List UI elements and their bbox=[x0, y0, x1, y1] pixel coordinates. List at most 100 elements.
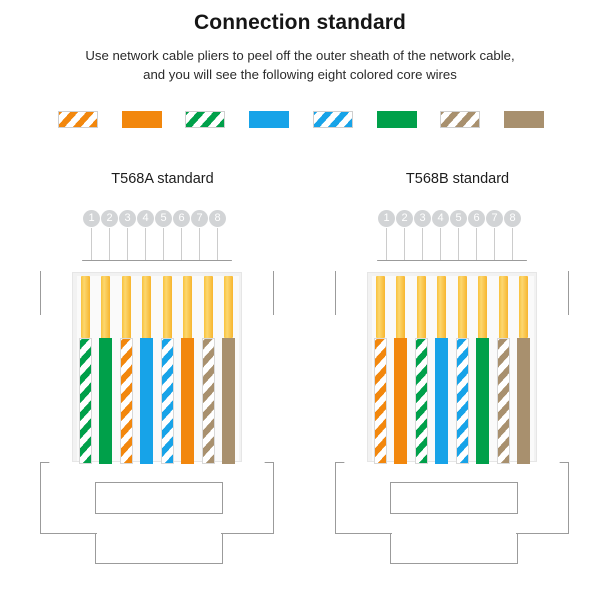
leader-line-1 bbox=[91, 228, 92, 268]
leader-line-4 bbox=[145, 228, 146, 268]
gold-contact-pin-3 bbox=[121, 276, 131, 342]
standard-title-t568b: T568B standard bbox=[405, 171, 510, 187]
pin-number-6: 6 bbox=[173, 210, 190, 227]
leader-line-3 bbox=[127, 228, 128, 268]
conductor-green bbox=[476, 338, 490, 464]
plug-tail-seam-mask bbox=[392, 531, 516, 535]
leader-line-7 bbox=[199, 228, 200, 268]
legend-swatch-brown bbox=[503, 111, 544, 128]
pin-number-6: 6 bbox=[468, 210, 485, 227]
conductor-white-brown bbox=[201, 338, 215, 464]
pin-number-7: 7 bbox=[486, 210, 503, 227]
gold-contact-pin-6 bbox=[478, 276, 488, 342]
pin-number-7: 7 bbox=[191, 210, 208, 227]
legend-swatch-white-green bbox=[185, 111, 226, 128]
gold-contact-pin-2 bbox=[396, 276, 406, 340]
leader-line-5 bbox=[458, 228, 459, 268]
legend-swatch-orange bbox=[121, 111, 162, 128]
gold-contact-pin-1 bbox=[81, 276, 90, 338]
wire-t568a-pin-3 bbox=[119, 276, 133, 464]
plug-lower-window bbox=[95, 482, 223, 514]
leader-line-4 bbox=[440, 228, 441, 268]
rj45-plug-t568a bbox=[35, 250, 290, 590]
conductor-white-orange bbox=[119, 338, 133, 464]
conductor-white-green bbox=[414, 338, 428, 464]
wire-t568b-pin-4 bbox=[435, 276, 449, 464]
gold-contact-pin-2 bbox=[101, 276, 111, 340]
conductor-blue bbox=[140, 338, 154, 464]
wire-t568a-pin-7 bbox=[201, 276, 215, 464]
plug-lower-window bbox=[390, 482, 518, 514]
gold-contact-pin-1 bbox=[376, 276, 385, 338]
gold-contact-pin-7 bbox=[498, 276, 508, 340]
wire-t568a-pin-5 bbox=[160, 276, 174, 464]
pin-number-2: 2 bbox=[396, 210, 413, 227]
leader-line-6 bbox=[181, 228, 182, 268]
wire-t568b-pin-2 bbox=[394, 276, 408, 464]
pin-number-5: 5 bbox=[450, 210, 467, 227]
legend-swatch-white-brown bbox=[440, 111, 481, 128]
pin-number-3: 3 bbox=[414, 210, 431, 227]
subtitle-line-2: and you will see the following eight col… bbox=[143, 67, 457, 82]
wire-t568a-pin-4 bbox=[140, 276, 154, 464]
rj45-plug-t568b bbox=[330, 250, 585, 590]
gold-contact-pin-5 bbox=[162, 276, 172, 344]
wire-group-t568b bbox=[374, 276, 530, 464]
legend-swatch-blue bbox=[249, 111, 290, 128]
leader-line-5 bbox=[163, 228, 164, 268]
wire-group-t568a bbox=[79, 276, 235, 464]
gold-contact-pin-7 bbox=[203, 276, 213, 340]
wire-t568b-pin-8 bbox=[516, 276, 530, 464]
pin-number-5: 5 bbox=[155, 210, 172, 227]
gold-contact-pin-8 bbox=[518, 276, 528, 338]
gold-contact-pin-4 bbox=[142, 276, 152, 344]
pin-number-8: 8 bbox=[504, 210, 521, 227]
conductor-white-orange bbox=[374, 338, 387, 464]
legend-swatch-white-orange bbox=[58, 111, 98, 128]
leader-line-3 bbox=[422, 228, 423, 268]
pin-number-1: 1 bbox=[83, 210, 100, 227]
pin-number-3: 3 bbox=[119, 210, 136, 227]
leader-line-8 bbox=[512, 228, 513, 268]
header: Connection standard Use network cable pl… bbox=[0, 0, 600, 84]
wire-t568a-pin-1 bbox=[79, 276, 92, 464]
conductor-white-brown bbox=[496, 338, 510, 464]
wire-color-legend bbox=[58, 111, 544, 128]
plug-cable-tail bbox=[390, 533, 518, 564]
conductor-white-blue bbox=[455, 338, 469, 464]
leader-line-8 bbox=[217, 228, 218, 268]
wire-t568b-pin-1 bbox=[374, 276, 387, 464]
wire-t568a-pin-2 bbox=[99, 276, 113, 464]
conductor-green bbox=[99, 338, 113, 464]
gold-contact-pin-3 bbox=[416, 276, 426, 342]
gold-contact-pin-4 bbox=[437, 276, 447, 344]
wire-t568a-pin-8 bbox=[221, 276, 235, 464]
pin-number-4: 4 bbox=[432, 210, 449, 227]
legend-swatch-green bbox=[376, 111, 417, 128]
pin-number-1: 1 bbox=[378, 210, 395, 227]
gold-contact-pin-8 bbox=[223, 276, 233, 338]
conductor-brown bbox=[516, 338, 530, 464]
pin-number-4: 4 bbox=[137, 210, 154, 227]
plug-tail-seam-mask bbox=[97, 531, 221, 535]
page-title: Connection standard bbox=[194, 11, 406, 34]
leader-lines-t568a bbox=[83, 228, 226, 268]
gold-contact-pin-5 bbox=[457, 276, 467, 344]
leader-line-7 bbox=[494, 228, 495, 268]
leader-line-6 bbox=[476, 228, 477, 268]
conductor-white-green bbox=[79, 338, 92, 464]
conductor-blue bbox=[435, 338, 449, 464]
wire-t568a-pin-6 bbox=[181, 276, 195, 464]
gold-contact-pin-6 bbox=[183, 276, 193, 342]
wire-t568b-pin-6 bbox=[476, 276, 490, 464]
leader-line-2 bbox=[404, 228, 405, 268]
standard-title-t568a: T568A standard bbox=[111, 171, 214, 187]
wire-t568b-pin-3 bbox=[414, 276, 428, 464]
conductor-brown bbox=[221, 338, 235, 464]
wire-t568b-pin-5 bbox=[455, 276, 469, 464]
leader-line-2 bbox=[109, 228, 110, 268]
conductor-orange bbox=[394, 338, 408, 464]
